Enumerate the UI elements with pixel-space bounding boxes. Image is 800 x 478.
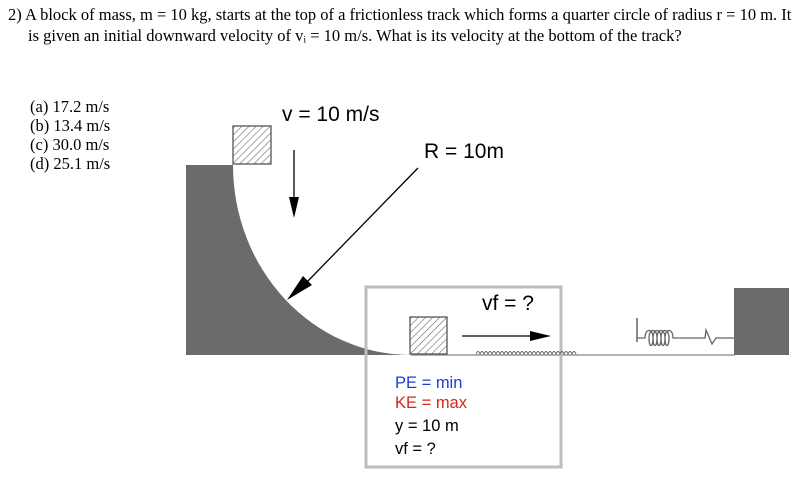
bottom-highlight-box <box>364 285 563 469</box>
choice-b: (b) 13.4 m/s <box>30 116 111 135</box>
question-text: 2) A block of mass, m = 10 kg, starts at… <box>8 5 792 45</box>
ground-spring-wave <box>475 351 577 356</box>
radius-arrowhead <box>287 276 312 300</box>
choice-a: (a) 17.2 m/s <box>30 97 110 116</box>
velocity-label: v = 10 m/s <box>282 103 379 126</box>
note-height: y = 10 m <box>395 417 459 435</box>
coil-spring <box>637 327 734 347</box>
note-final-velocity: vf = ? <box>395 440 436 458</box>
choice-d: (d) 25.1 m/s <box>30 154 111 173</box>
quarter-circle-track <box>186 165 411 355</box>
note-pe: PE = min <box>395 374 462 392</box>
block-top <box>232 125 272 165</box>
question-text-block: 2) A block of mass, m = 10 kg, starts at… <box>8 4 794 46</box>
note-ke: KE = max <box>395 394 468 412</box>
initial-velocity-arrowhead <box>289 197 299 218</box>
final-velocity-arrowhead <box>530 331 551 341</box>
choice-c: (c) 30.0 m/s <box>30 135 110 154</box>
answer-choices: (a) 17.2 m/s (b) 13.4 m/s (c) 30.0 m/s (… <box>30 97 110 173</box>
wall-block <box>734 288 789 355</box>
radius-arrow <box>305 167 419 284</box>
radius-label: R = 10m <box>424 140 504 163</box>
final-velocity-label: vf = ? <box>482 292 534 315</box>
block-bottom <box>409 316 448 355</box>
